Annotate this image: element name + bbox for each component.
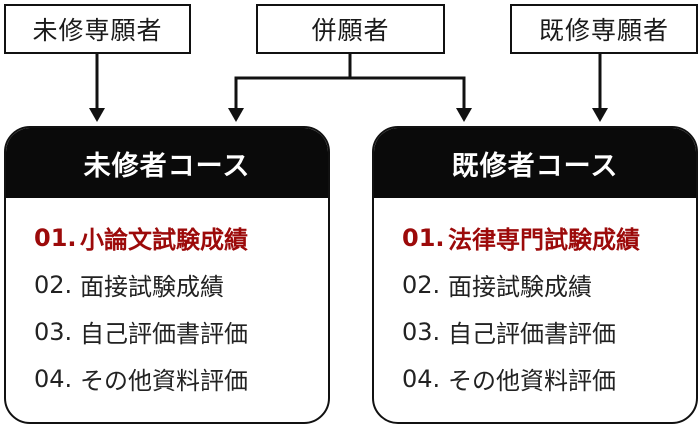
arrowhead-branch-right	[456, 108, 472, 122]
law-applicant-box: 既修専願者	[510, 4, 698, 54]
criteria-label: 自己評価書評価	[80, 320, 248, 348]
criteria-item: 04. その他資料評価	[34, 355, 328, 402]
law-course-title: 既修者コース	[374, 128, 696, 198]
criteria-label: その他資料評価	[80, 367, 248, 395]
criteria-item: 02. 面接試験成績	[34, 261, 328, 308]
arrow-branch-right-line	[350, 76, 466, 110]
criteria-label: 小論文試験成績	[80, 226, 248, 254]
criteria-label: 面接試験成績	[448, 273, 592, 301]
criteria-item: 03. 自己評価書評価	[34, 308, 328, 355]
criteria-item: 03. 自己評価書評価	[402, 308, 696, 355]
non-law-course-title: 未修者コース	[6, 128, 328, 198]
law-course-card: 既修者コース 01. 法律専門試験成績 02. 面接試験成績 03. 自己評価書…	[372, 126, 698, 424]
arrowhead-left	[89, 108, 105, 122]
criteria-item: 02. 面接試験成績	[402, 261, 696, 308]
non-law-course-criteria: 01. 小論文試験成績 02. 面接試験成績 03. 自己評価書評価 04. そ…	[6, 198, 328, 402]
arrow-branch-left-line	[234, 54, 352, 110]
law-applicant-label: 既修専願者	[538, 16, 669, 45]
criteria-number: 03.	[402, 317, 441, 346]
arrowhead-right	[592, 108, 608, 122]
criteria-number: 02.	[34, 270, 73, 299]
criteria-label: その他資料評価	[448, 367, 616, 395]
criteria-number: 03.	[34, 317, 73, 346]
dual-applicant-label: 併願者	[311, 16, 390, 45]
non-law-course-card: 未修者コース 01. 小論文試験成績 02. 面接試験成績 03. 自己評価書評…	[4, 126, 330, 424]
criteria-item: 01. 小論文試験成績	[34, 214, 328, 261]
criteria-number: 04.	[402, 364, 441, 393]
criteria-label: 法律専門試験成績	[448, 226, 640, 254]
criteria-number: 02.	[402, 270, 441, 299]
dual-applicant-box: 併願者	[256, 4, 445, 54]
criteria-label: 自己評価書評価	[448, 320, 616, 348]
criteria-item: 01. 法律専門試験成績	[402, 214, 696, 261]
criteria-label: 面接試験成績	[80, 273, 224, 301]
criteria-number: 01.	[402, 223, 445, 252]
criteria-item: 04. その他資料評価	[402, 355, 696, 402]
criteria-number: 01.	[34, 223, 77, 252]
non-law-applicant-box: 未修専願者	[4, 4, 191, 54]
arrowhead-branch-left	[228, 108, 244, 122]
criteria-number: 04.	[34, 364, 73, 393]
law-course-criteria: 01. 法律専門試験成績 02. 面接試験成績 03. 自己評価書評価 04. …	[374, 198, 696, 402]
non-law-applicant-label: 未修専願者	[32, 16, 163, 45]
